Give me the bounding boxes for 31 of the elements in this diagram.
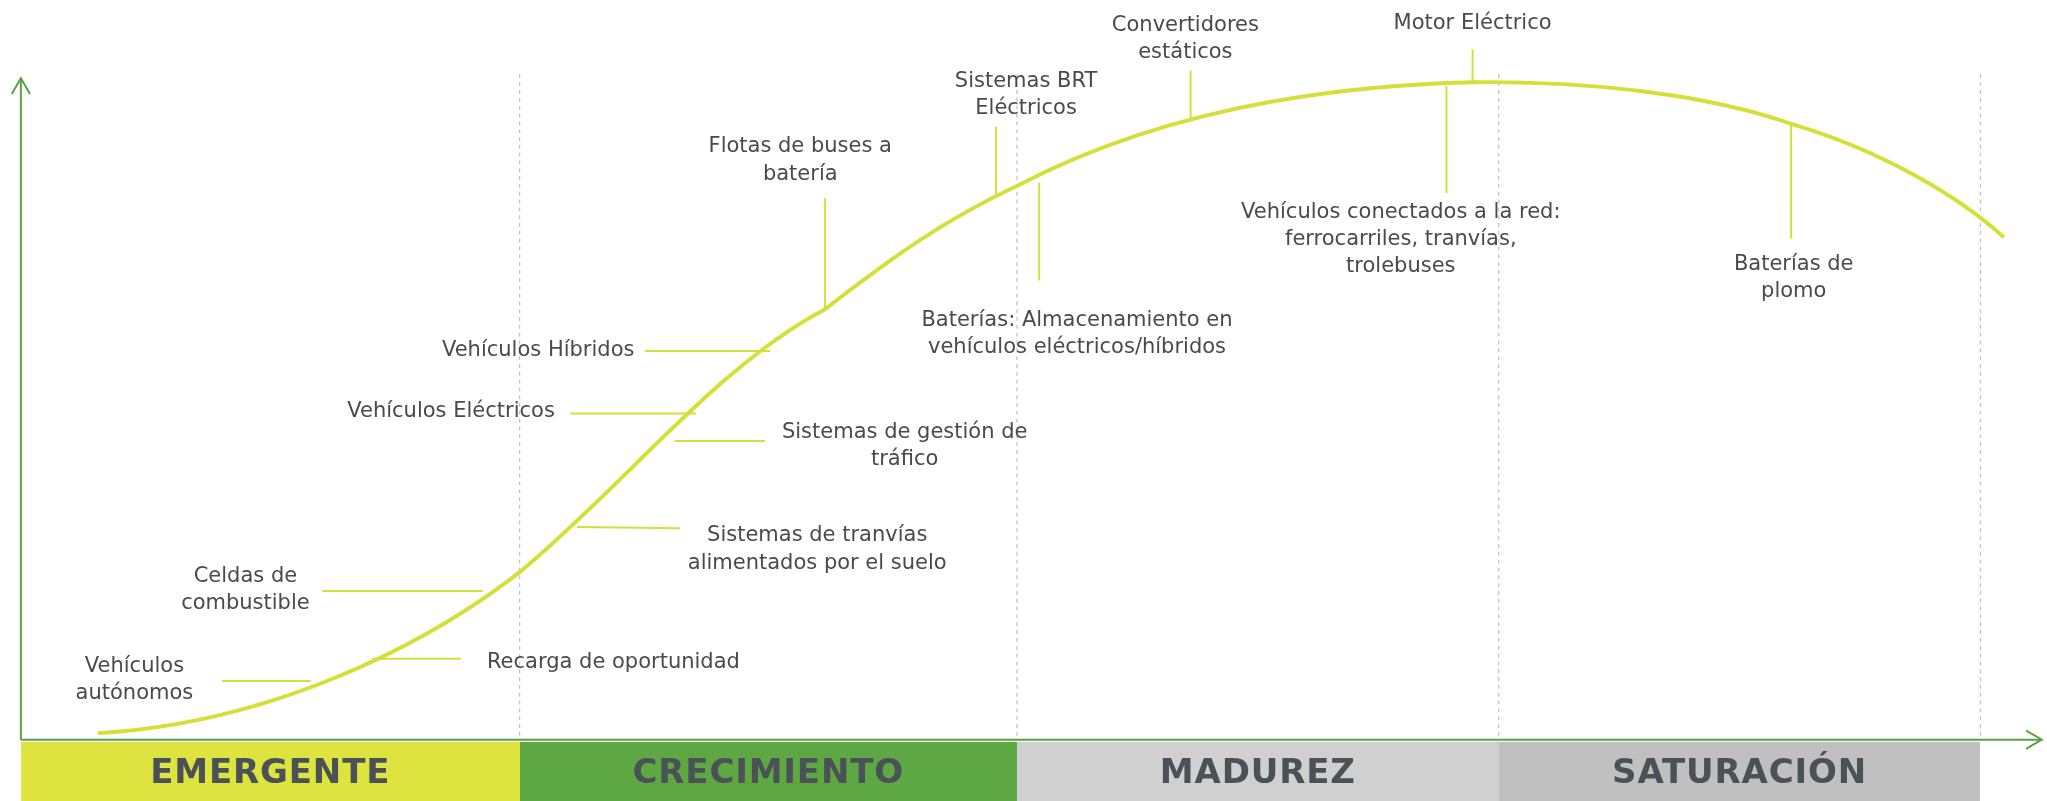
- leader-line: [321, 590, 484, 592]
- leader-line: [371, 657, 462, 660]
- callout-label: Celdas de combustible: [170, 561, 321, 617]
- leader-line: [1471, 48, 1474, 82]
- leader-line: [1038, 181, 1041, 282]
- phase-band: SATURACIÓN: [1498, 741, 1981, 801]
- phase-band: CRECIMIENTO: [519, 741, 1017, 801]
- leader-line: [576, 526, 682, 530]
- leader-line: [824, 197, 827, 311]
- callout-label: Baterías: Almacenamiento en vehículos eléctricos/híbridos: [917, 305, 1237, 361]
- callout-label: Vehículos Eléctricos: [347, 397, 555, 425]
- leader-line: [643, 349, 772, 352]
- callout-label: Sistemas de gestión de tráfico: [764, 417, 1045, 473]
- callout-label: Vehículos autónomos: [64, 651, 205, 707]
- leader-line: [673, 439, 766, 442]
- callout-label: Motor Eléctrico: [1393, 9, 1552, 38]
- callout-label: Vehículos Híbridos: [441, 336, 635, 364]
- leader-line: [1445, 85, 1448, 195]
- callout-label: Flotas de buses a batería: [705, 131, 896, 187]
- leader-line: [569, 412, 697, 415]
- leader-line: [1189, 69, 1192, 123]
- phase-band: EMERGENTE: [20, 741, 520, 801]
- callout-label: Convertidores estáticos: [1095, 10, 1276, 66]
- callout-label: Vehículos conectados a la red: ferrocarriles, tranvías, trolebuses: [1233, 197, 1569, 280]
- callout-label: Baterías de plomo: [1718, 249, 1869, 305]
- callout-label: Sistemas de tranvías alimentados por el suelo: [679, 521, 955, 576]
- callout-label: Recarga de oportunidad: [486, 648, 740, 676]
- phase-band: MADUREZ: [1016, 741, 1499, 801]
- leader-line: [995, 125, 998, 197]
- leader-line: [220, 680, 312, 682]
- callout-label: Sistemas BRT Eléctricos: [943, 66, 1109, 122]
